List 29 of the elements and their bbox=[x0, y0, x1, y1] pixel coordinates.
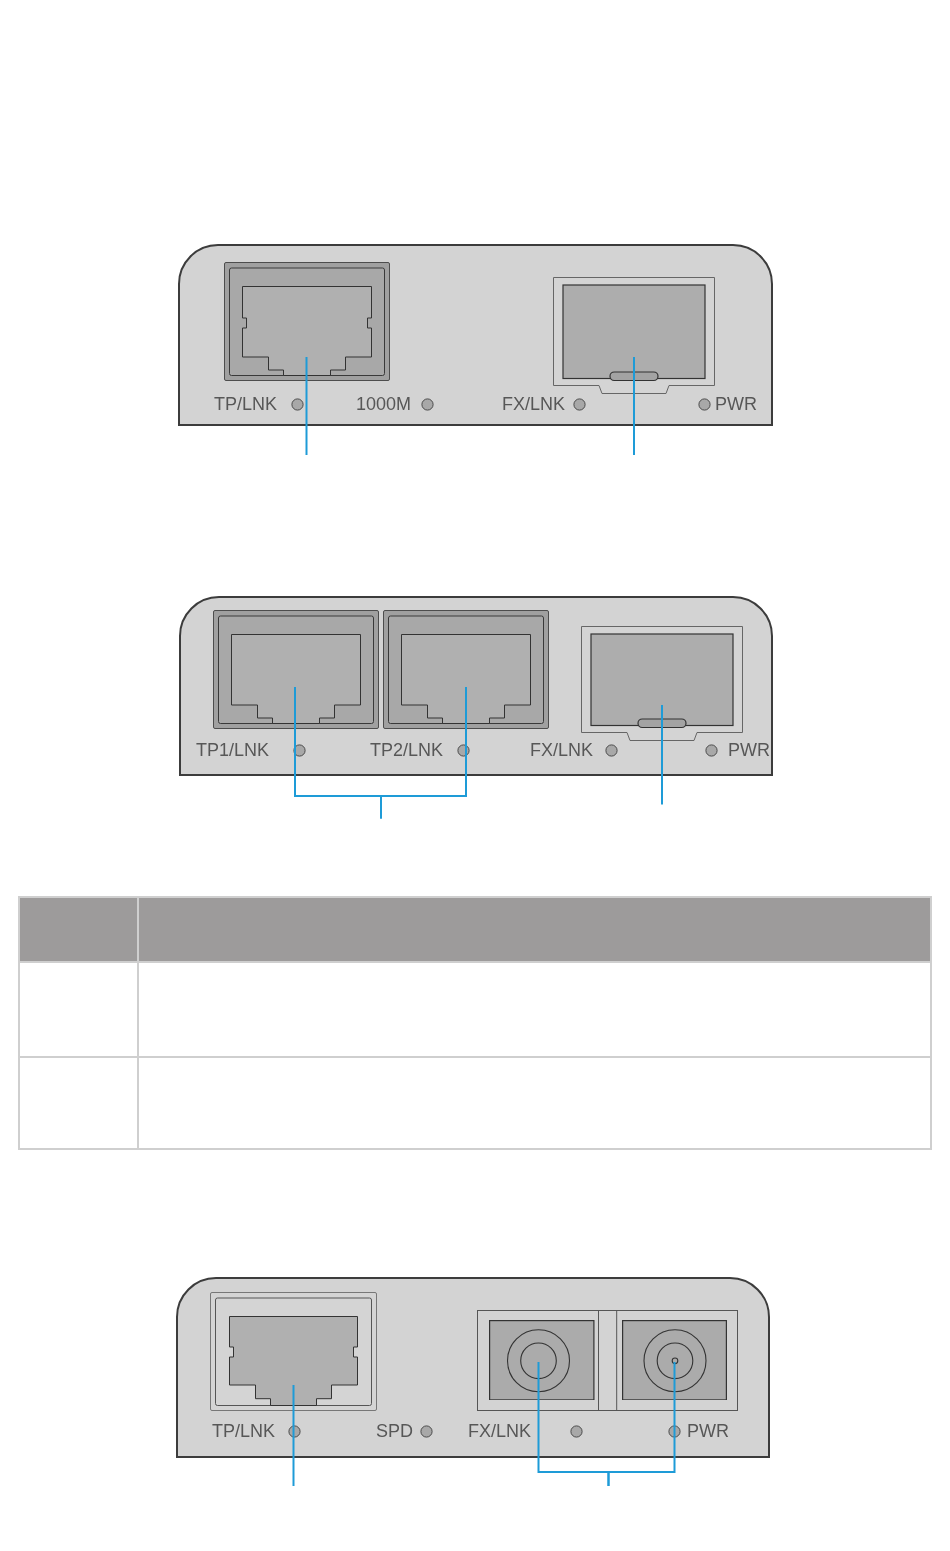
led-label: PWR bbox=[715, 394, 757, 414]
leader-line bbox=[305, 356, 308, 456]
leader-line bbox=[380, 686, 467, 820]
led-label: FX/LNK bbox=[502, 394, 566, 414]
rj45-port bbox=[213, 610, 379, 729]
leader-line bbox=[661, 704, 663, 806]
led-label: TP2/LNK bbox=[370, 740, 444, 760]
led-label: TP/LNK bbox=[212, 1421, 276, 1441]
device-front-panel bbox=[176, 1277, 770, 1458]
led-label: PWR bbox=[728, 740, 770, 760]
device-front-panel bbox=[179, 596, 773, 776]
rj45-port bbox=[223, 262, 390, 381]
sc-fiber-port bbox=[489, 1319, 595, 1400]
led-label: FX/LNK bbox=[468, 1421, 532, 1441]
led-label: SPD bbox=[376, 1421, 413, 1441]
sfp-port bbox=[581, 625, 743, 741]
led-label: TP1/LNK bbox=[196, 740, 270, 760]
rj45-port bbox=[209, 1292, 377, 1411]
sfp-port bbox=[553, 276, 715, 394]
led-label: 1000M bbox=[356, 394, 412, 414]
leader-line bbox=[633, 356, 635, 456]
leader-line bbox=[607, 1361, 676, 1487]
led-label: TP/LNK bbox=[214, 394, 278, 414]
sc-fiber-port bbox=[621, 1319, 727, 1400]
leader-line bbox=[292, 1384, 295, 1487]
led-label: PWR bbox=[687, 1421, 729, 1441]
device-front-panel bbox=[178, 244, 773, 426]
rj45-port bbox=[383, 610, 549, 729]
led-label: FX/LNK bbox=[530, 740, 594, 760]
